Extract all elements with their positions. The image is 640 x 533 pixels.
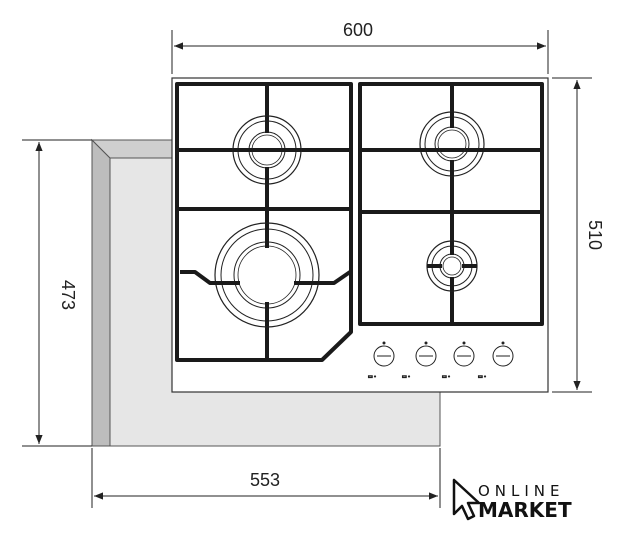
svg-text:▭ ◦: ▭ ◦ [478, 374, 486, 380]
logo-line-1: ONLINE [478, 482, 565, 500]
cutout-3d-edge [91, 138, 111, 447]
burner-supports [215, 112, 484, 325]
dimension-cutout-depth [22, 139, 92, 447]
control-knobs: ▭ ◦ ▭ ◦ ▭ ◦ ▭ ◦ [368, 341, 514, 381]
cursor-icon [452, 478, 481, 521]
dimension-depth-right [552, 77, 592, 393]
dimension-cutout-width-label: 553 [250, 470, 280, 490]
svg-text:▭ ◦: ▭ ◦ [368, 374, 376, 380]
svg-text:▭ ◦: ▭ ◦ [402, 374, 410, 380]
svg-text:▭ ◦: ▭ ◦ [442, 374, 450, 380]
dimension-depth-right-label: 510 [585, 220, 605, 250]
knob-1: ▭ ◦ [368, 341, 395, 381]
dimension-cutout-depth-label: 473 [58, 280, 78, 310]
left-grate [175, 82, 353, 362]
dimension-width-top [171, 30, 549, 74]
logo-line-2: MARKET [478, 498, 572, 522]
cutout-shape [90, 138, 441, 447]
online-market-logo: ONLINE MARKET [452, 478, 572, 522]
knob-2: ▭ ◦ [402, 341, 437, 381]
knob-3: ▭ ◦ [442, 341, 475, 381]
dimension-width-top-label: 600 [343, 20, 373, 40]
dimension-cutout-width [91, 448, 441, 508]
right-grate [358, 82, 544, 326]
knob-4: ▭ ◦ [478, 341, 514, 381]
